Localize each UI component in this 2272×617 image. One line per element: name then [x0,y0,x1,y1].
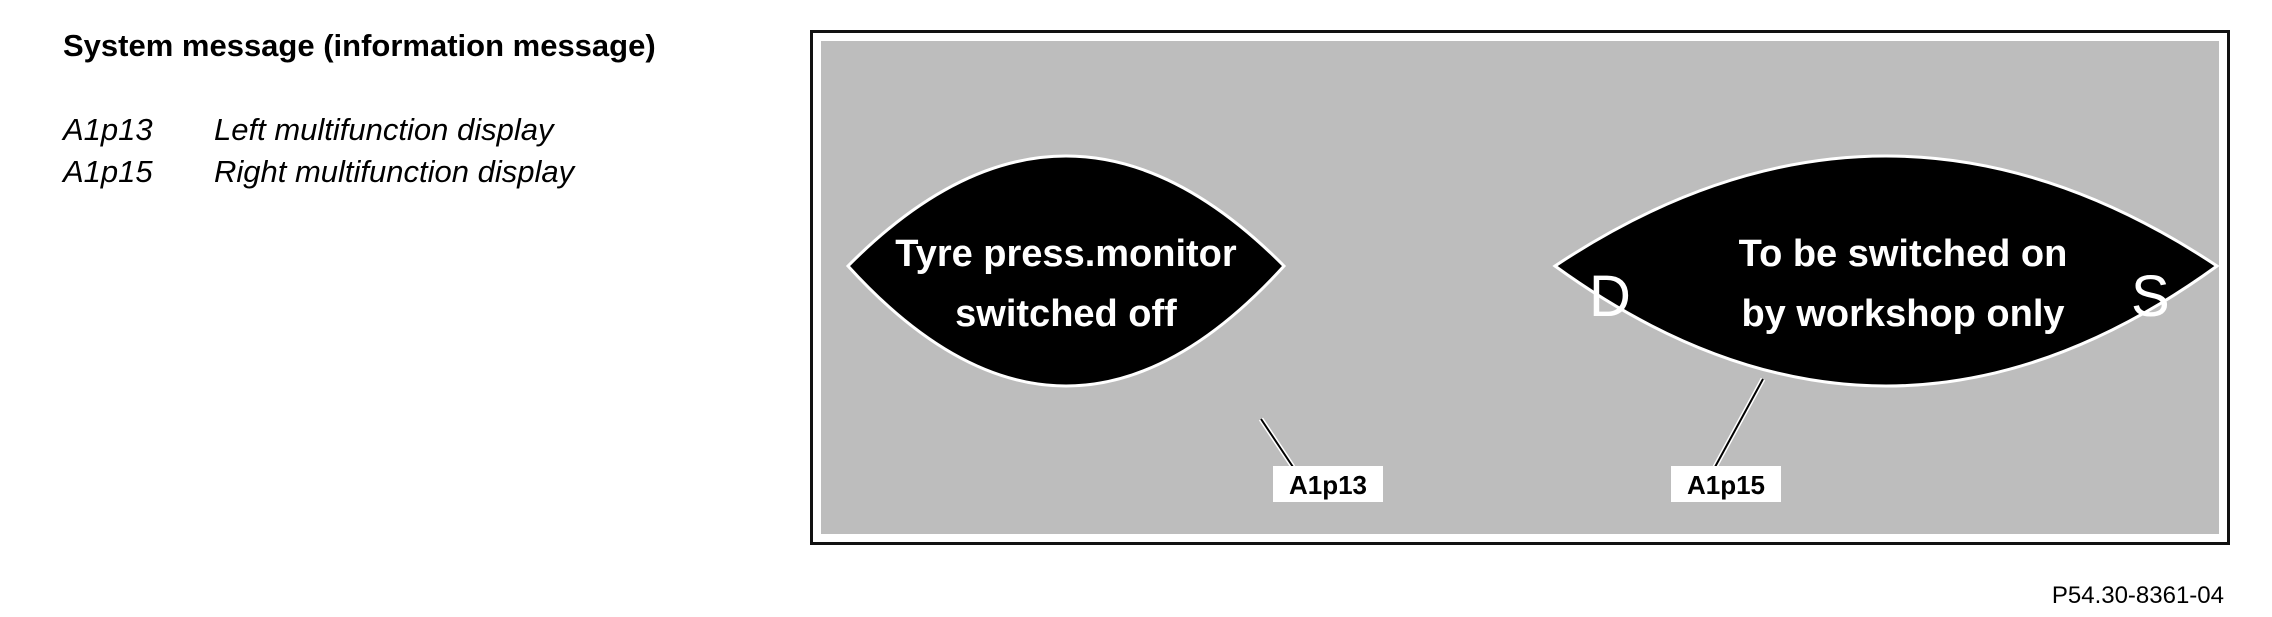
legend-description: Left multifunction display [214,112,554,147]
legend-description: Right multifunction display [214,154,575,189]
page-title: System message (information message) [63,28,656,63]
right-display-symbol-s: S [2131,264,2170,329]
callout-label-right: A1p15 [1687,470,1765,500]
figure-code: P54.30-8361-04 [2051,582,2224,609]
legend-code: A1p13 [63,112,153,147]
left-display-line1: Tyre press.monitor [895,233,1237,275]
display-diagram: Tyre press.monitor switched off D To be … [845,154,2219,502]
callout-label-left: A1p13 [1289,470,1367,500]
illustration-panel: Tyre press.monitor switched off D To be … [821,41,2219,534]
left-display-shape [845,154,1287,388]
callout-line-right [1712,377,1766,469]
callout-label-bg [1273,466,1383,502]
left-display-line2: switched off [955,293,1177,335]
right-display-symbol-d: D [1589,264,1631,329]
right-display-line2: by workshop only [1741,293,2064,335]
legend-item: A1p15 Right multifunction display [63,154,574,190]
callout-line-left [1258,417,1296,469]
display-illustration: Tyre press.monitor switched off D To be … [810,30,2230,545]
legend-item: A1p13 Left multifunction display [63,112,553,148]
callout-label-bg [1671,466,1781,502]
right-display-line1: To be switched on [1739,233,2068,275]
right-display-shape [1552,154,2219,388]
legend-code: A1p15 [63,154,153,189]
